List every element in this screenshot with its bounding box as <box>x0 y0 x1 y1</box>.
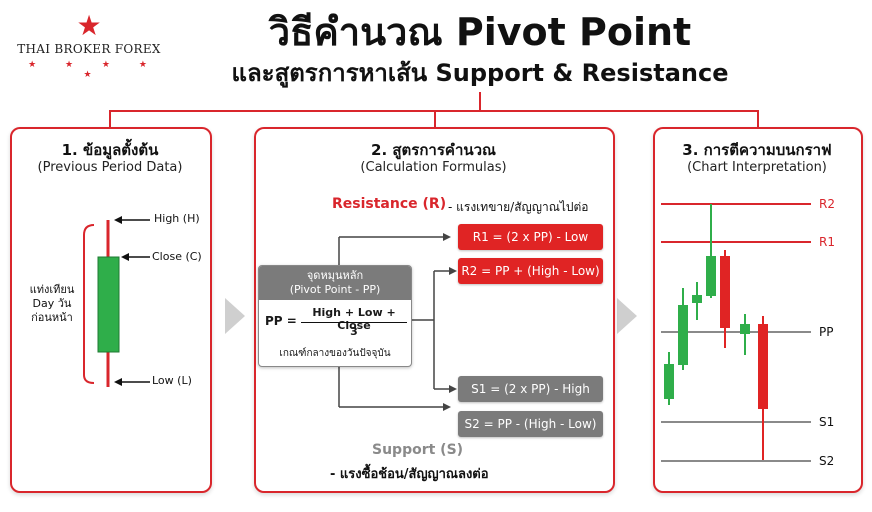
candle <box>720 256 730 328</box>
candle-bracket <box>83 224 95 384</box>
formula-r1: R1 = (2 x PP) - Low <box>458 224 603 250</box>
support-label: Support (S) <box>372 442 464 458</box>
connector-panel2 <box>434 110 436 128</box>
star-icon: ★ <box>76 9 102 42</box>
support-desc: - แรงซื้อช้อน/สัญญาณลงต่อ <box>330 467 489 482</box>
label-candle-side: แท่งเทียน Day วันก่อนหน้า <box>29 283 75 324</box>
pivot-header-th: จุดหมุนหลัก <box>306 269 364 282</box>
formula-tree <box>338 233 457 411</box>
brand-name: THAI BROKER FOREX <box>17 42 161 56</box>
panel2-subtitle: (Calculation Formulas) <box>360 160 507 175</box>
candle <box>706 256 716 296</box>
label-low: Low (L) <box>152 374 192 387</box>
level-label-s1: S1 <box>819 415 834 429</box>
panel3-subtitle: (Chart Interpretation) <box>687 160 827 175</box>
level-label-s2: S2 <box>819 454 834 468</box>
pp-denominator: 3 <box>350 325 358 338</box>
label-high: High (H) <box>154 212 200 225</box>
candle <box>664 364 674 399</box>
chevron-right-icon-2 <box>617 298 637 334</box>
candle <box>740 324 750 334</box>
level-label-pp: PP <box>819 325 833 339</box>
panel1-title: 1. ข้อมูลตั้งต้น <box>61 141 159 159</box>
connector-title <box>479 92 481 112</box>
connector-panel3 <box>757 110 759 128</box>
brand-logo: ★ THAI BROKER FOREX ★ ★ ★ ★ ★ <box>14 9 164 81</box>
candle-diagram <box>83 216 150 387</box>
pivot-box: จุดหมุนหลัก (Pivot Point - PP) PP = High… <box>258 265 412 367</box>
panel3-title: 3. การตีความบนกราฟ <box>682 141 832 159</box>
candle <box>692 295 702 303</box>
level-label-r2: R2 <box>819 197 835 211</box>
arrow-high-icon <box>114 216 122 224</box>
panel1-subtitle: (Previous Period Data) <box>37 160 183 175</box>
resistance-label: Resistance (R) <box>332 196 447 212</box>
arrow-close-icon <box>121 253 129 261</box>
panel2-title: 2. สูตรการคำนวณ <box>371 141 496 159</box>
label-close: Close (C) <box>152 250 202 263</box>
pivot-chart: R2 R1 PP S1 S2 <box>661 197 835 468</box>
connector-panel1 <box>109 110 111 128</box>
pivot-header-en: (Pivot Point - PP) <box>289 283 381 296</box>
chevron-right-icon <box>225 298 245 334</box>
pivot-note: เกณฑ์กลางของวันปัจจุบัน <box>279 348 391 359</box>
resistance-desc: - แรงเทขาย/สัญญาณไปต่อ <box>448 200 589 214</box>
formula-r2: R2 = PP + (High - Low) <box>458 258 603 284</box>
formula-s2: S2 = PP - (High - Low) <box>458 411 603 437</box>
candle <box>678 305 688 365</box>
subtitle: และสูตรการหาเส้น Support & Resistance <box>231 59 729 87</box>
main-title: วิธีคำนวณ Pivot Point <box>268 10 692 54</box>
level-label-r1: R1 <box>819 235 835 249</box>
candle <box>758 324 768 409</box>
formula-s1: S1 = (2 x PP) - High <box>458 376 603 402</box>
fraction-bar <box>301 322 407 323</box>
arrow-low-icon <box>114 378 122 386</box>
candle-body <box>97 256 120 353</box>
pp-prefix: PP = <box>265 314 297 328</box>
panel-chart <box>653 127 863 493</box>
chart-candles <box>664 204 768 460</box>
brand-stars: ★ ★ ★ ★ ★ <box>28 60 160 80</box>
